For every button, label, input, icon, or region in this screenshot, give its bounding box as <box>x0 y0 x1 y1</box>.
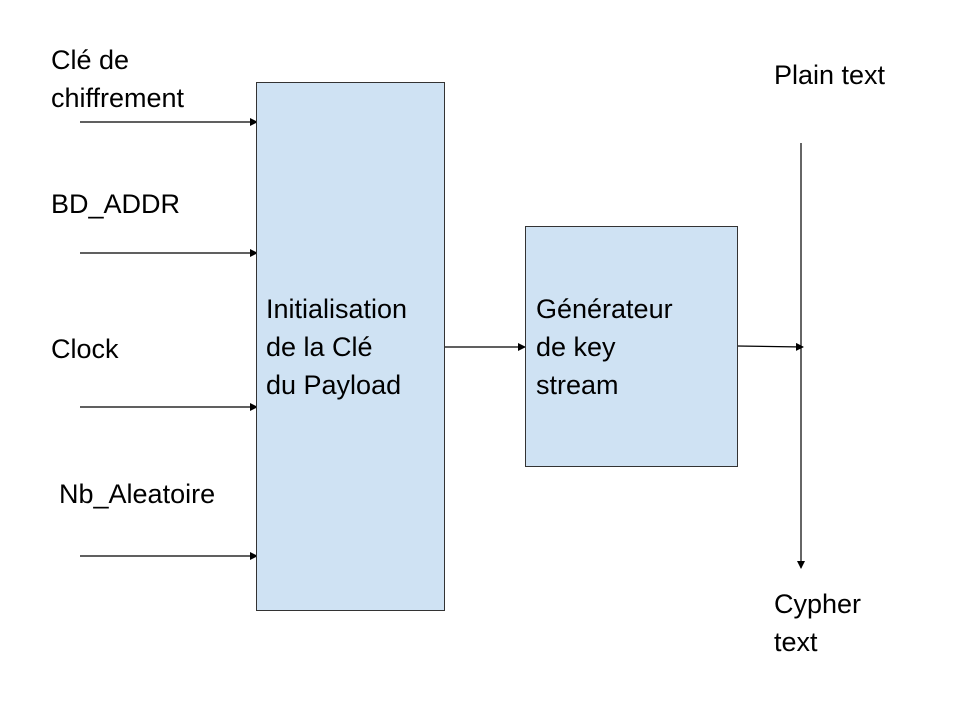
input-label-cle-chiffrement: Clé de chiffrement <box>51 45 185 113</box>
input-label-clock: Clock <box>51 334 119 364</box>
arrow-generator-to-xor <box>736 342 804 351</box>
initialisation-block-label: Initialisation de la Clé du Payload <box>266 294 408 400</box>
output-label-cypher-text: Cypher text <box>774 589 862 657</box>
output-label-plain-text: Plain text <box>774 60 886 90</box>
input-label-bd-addr: BD_ADDR <box>51 189 181 219</box>
initialisation-block <box>256 82 445 611</box>
generator-block-label: Générateur de key stream <box>536 294 673 400</box>
generator-block <box>525 226 738 467</box>
input-label-nb-aleatoire: Nb_Aleatoire <box>59 479 216 509</box>
